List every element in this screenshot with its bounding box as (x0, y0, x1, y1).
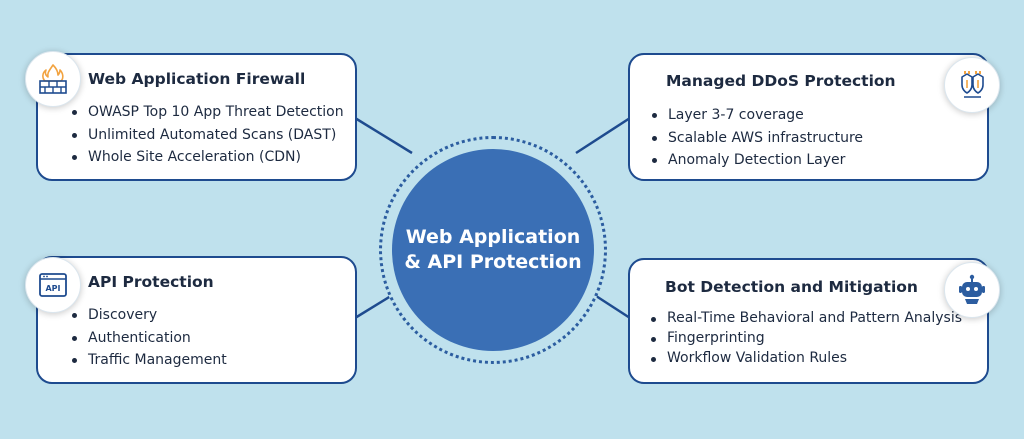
feature-list: Discovery Authentication Traffic Managem… (71, 304, 227, 372)
list-item: Layer 3-7 coverage (651, 104, 863, 127)
connector-ddos (575, 116, 631, 155)
center-title-line-2: & API Protection (404, 251, 582, 273)
feature-list: OWASP Top 10 App Threat Detection Unlimi… (71, 101, 344, 169)
feature-list: Layer 3-7 coverage Scalable AWS infrastr… (651, 104, 863, 172)
list-item: Traffic Management (71, 349, 227, 372)
list-item: Whole Site Acceleration (CDN) (71, 146, 344, 169)
firewall-icon (25, 51, 81, 107)
list-item: Unlimited Automated Scans (DAST) (71, 124, 344, 147)
list-item: Anomaly Detection Layer (651, 149, 863, 172)
card-bot-detection-and-mitigation: Bot Detection and Mitigation Real-Time B… (628, 258, 989, 384)
list-item: OWASP Top 10 App Threat Detection (71, 101, 344, 124)
list-item: Fingerprinting (650, 328, 962, 348)
api-icon-label: API (45, 284, 60, 293)
connector-waf (354, 116, 413, 155)
card-web-application-firewall: Web Application Firewall OWASP Top 10 Ap… (36, 53, 357, 181)
list-item: Discovery (71, 304, 227, 327)
card-title: Web Application Firewall (88, 70, 306, 88)
card-api-protection: API Protection Discovery Authentication … (36, 256, 357, 384)
card-managed-ddos-protection: Managed DDoS Protection Layer 3-7 covera… (628, 53, 989, 181)
feature-list: Real-Time Behavioral and Pattern Analysi… (650, 308, 962, 368)
list-item: Real-Time Behavioral and Pattern Analysi… (650, 308, 962, 328)
center-hub: Web Application & API Protection (392, 149, 594, 351)
card-title: API Protection (88, 273, 214, 291)
card-title: Managed DDoS Protection (666, 72, 896, 90)
list-item: Authentication (71, 327, 227, 350)
center-title-line-1: Web Application (405, 226, 581, 248)
list-item: Workflow Validation Rules (650, 348, 962, 368)
robot-icon (944, 262, 1000, 318)
api-window-icon: API (25, 257, 81, 313)
card-title: Bot Detection and Mitigation (665, 278, 918, 296)
ddos-shield-icon (944, 57, 1000, 113)
list-item: Scalable AWS infrastructure (651, 127, 863, 150)
